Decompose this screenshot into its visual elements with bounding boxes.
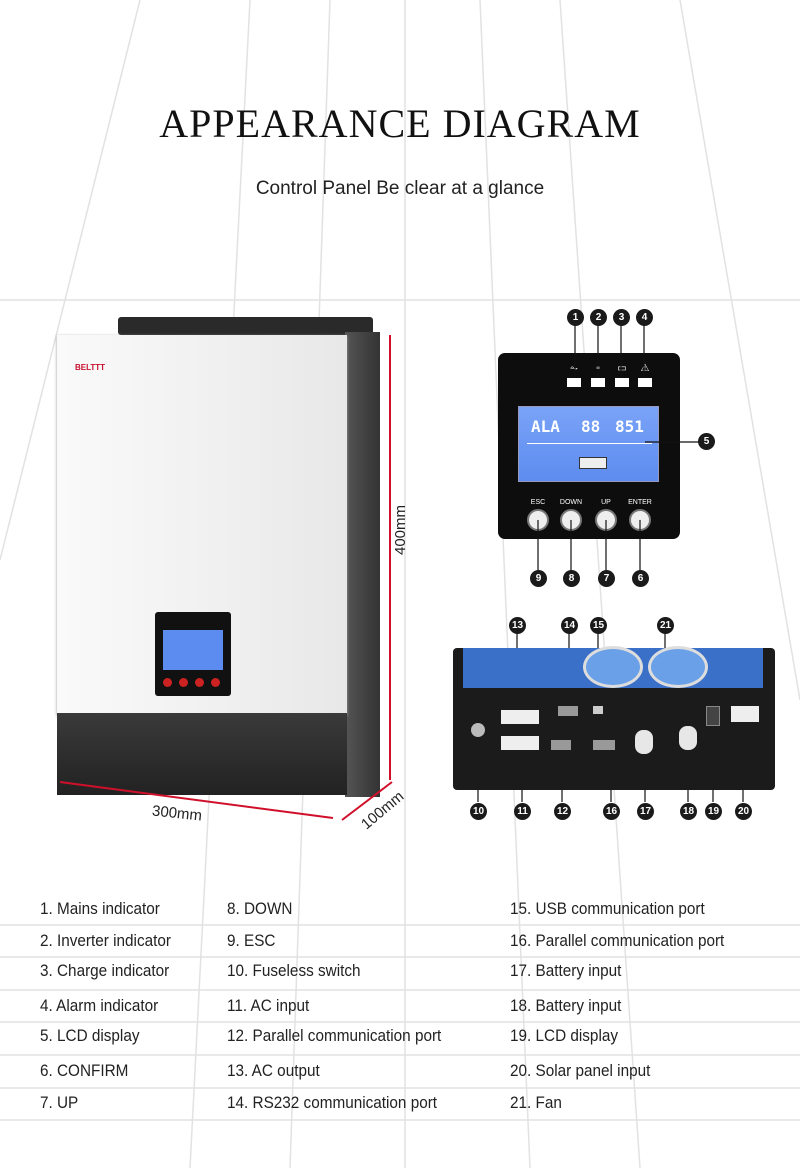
mains-led xyxy=(567,378,581,387)
legend-item: 3. Charge indicator xyxy=(40,961,170,980)
callout-15: 15 xyxy=(590,617,607,634)
legend-item: 12. Parallel communication port xyxy=(227,1026,442,1045)
callout-21: 21 xyxy=(657,617,674,634)
ac-output-terminal xyxy=(501,710,539,724)
inverter-bottom-view xyxy=(453,646,775,790)
page-title: APPEARANCE DIAGRAM xyxy=(159,101,641,146)
legend-item: 7. UP xyxy=(40,1093,79,1112)
callout-13: 13 xyxy=(509,617,526,634)
legend-item: 16. Parallel communication port xyxy=(510,931,725,950)
page-subtitle: Control Panel Be clear at a glance xyxy=(255,178,545,199)
solar-input xyxy=(731,706,759,722)
parallel-port-2 xyxy=(593,740,615,750)
fuseless-switch xyxy=(471,723,485,737)
brand-logo: BELTTT xyxy=(75,363,106,372)
power-switch xyxy=(706,706,720,726)
callout-7: 7 xyxy=(598,570,615,587)
fan-left xyxy=(583,646,643,688)
legend-item: 21. Fan xyxy=(510,1093,562,1112)
legend-item: 13. AC output xyxy=(227,1061,320,1080)
fan-right xyxy=(648,646,708,688)
legend-item: 18. Battery input xyxy=(510,996,622,1015)
callout-3: 3 xyxy=(613,309,630,326)
lcd-right-value: 851 xyxy=(615,417,644,436)
callout-17: 17 xyxy=(637,803,654,820)
legend-item: 14. RS232 communication port xyxy=(227,1093,438,1112)
callout-1: 1 xyxy=(567,309,584,326)
alarm-led xyxy=(638,378,652,387)
lcd-display: ALA 88 851 xyxy=(518,406,659,482)
lcd-left-value: ALA xyxy=(531,417,560,436)
callout-5: 5 xyxy=(698,433,715,450)
esc-label: ESC xyxy=(530,499,546,506)
callout-6: 6 xyxy=(632,570,649,587)
callout-20: 20 xyxy=(735,803,752,820)
legend-item: 9. ESC xyxy=(227,931,276,950)
legend-item: 10. Fuseless switch xyxy=(227,961,361,980)
legend-item: 19. LCD display xyxy=(510,1026,619,1045)
callout-18: 18 xyxy=(680,803,697,820)
battery-input-neg xyxy=(679,726,697,750)
callout-16: 16 xyxy=(603,803,620,820)
legend-item: 8. DOWN xyxy=(227,899,293,918)
legend-item: 11. AC input xyxy=(227,996,310,1015)
legend-item: 2. Inverter indicator xyxy=(40,931,171,950)
usb-port xyxy=(593,706,603,714)
charge-icon: ▭ xyxy=(617,363,627,374)
down-label: DOWN xyxy=(559,499,583,506)
alarm-icon: ⚠ xyxy=(640,363,650,374)
legend-item: 1. Mains indicator xyxy=(40,899,160,918)
lcd-mid-value: 88 xyxy=(581,417,601,436)
callout-9: 9 xyxy=(530,570,547,587)
legend-item: 6. CONFIRM xyxy=(40,1061,129,1080)
inverter-base xyxy=(57,713,347,795)
inverter-led xyxy=(591,378,605,387)
callout-8: 8 xyxy=(563,570,580,587)
callout-14: 14 xyxy=(561,617,578,634)
rs232-port xyxy=(558,706,578,716)
charge-led xyxy=(615,378,629,387)
mains-icon: ⏦ xyxy=(569,363,579,374)
inverter-side xyxy=(345,332,380,797)
callout-11: 11 xyxy=(514,803,531,820)
legend-item: 17. Battery input xyxy=(510,961,622,980)
callout-2: 2 xyxy=(590,309,607,326)
legend-item: 5. LCD display xyxy=(40,1026,140,1045)
legend-item: 15. USB communication port xyxy=(510,899,705,918)
callout-4: 4 xyxy=(636,309,653,326)
legend-item: 20. Solar panel input xyxy=(510,1061,651,1080)
mini-control-panel xyxy=(155,612,231,696)
up-label: UP xyxy=(601,499,611,506)
ac-input-terminal xyxy=(501,736,539,750)
callout-10: 10 xyxy=(470,803,487,820)
battery-input-pos xyxy=(635,730,653,754)
mounting-bracket xyxy=(118,317,373,335)
legend-item: 4. Alarm indicator xyxy=(40,996,159,1015)
parallel-port xyxy=(551,740,571,750)
enter-label: ENTER xyxy=(628,499,652,506)
callout-12: 12 xyxy=(554,803,571,820)
control-panel: ⏦ ▪ ▭ ⚠ ALA 88 851 ESC DOWN UP ENTER xyxy=(498,353,680,539)
callout-19: 19 xyxy=(705,803,722,820)
